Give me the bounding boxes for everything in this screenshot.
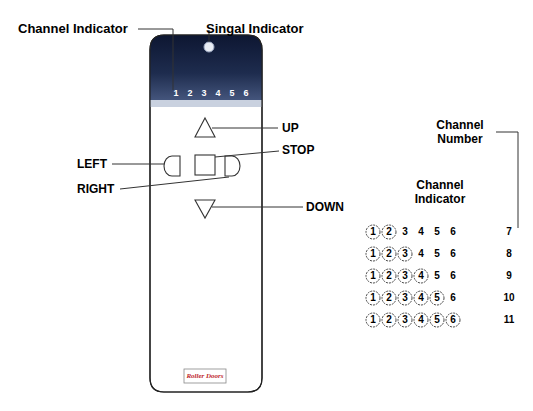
indicator-digit: 6 [450, 314, 456, 326]
down-button [195, 200, 215, 218]
indicator-digit: 1 [370, 292, 376, 304]
indicator-digit: 3 [402, 292, 408, 304]
indicator-digit: 6 [450, 226, 456, 238]
button-label: LEFT [77, 157, 107, 171]
indicator-digit: 6 [450, 292, 456, 304]
remote-body [148, 33, 266, 392]
indicator-digit: 3 [402, 270, 408, 282]
brand-logo: Roller Doors [186, 372, 223, 380]
callout-label: Channel Indicator [18, 21, 128, 37]
lit-indicator-circles [366, 225, 460, 327]
channel-led-number: 4 [215, 88, 220, 99]
channel-led-number: 5 [229, 88, 234, 99]
indicator-digit: 1 [370, 314, 376, 326]
channel-led-number: 1 [173, 88, 178, 99]
button-label: UP [282, 121, 299, 135]
indicator-digit: 5 [434, 292, 440, 304]
indicator-digit: 4 [418, 292, 424, 304]
indicator-digit: 3 [402, 314, 408, 326]
button-label: RIGHT [77, 182, 114, 196]
indicator-digit: 5 [434, 314, 440, 326]
indicator-digit: 2 [386, 226, 392, 238]
button-label: DOWN [306, 200, 344, 214]
indicator-digit: 2 [386, 270, 392, 282]
indicator-digit: 2 [386, 248, 392, 260]
indicator-digit: 5 [434, 226, 440, 238]
channel-number: 7 [506, 226, 512, 238]
indicator-digit: 6 [450, 248, 456, 260]
leader-lines [112, 29, 518, 228]
signal-led [204, 42, 214, 52]
column-heading: Channel Indicator [398, 178, 482, 206]
stop-button [195, 155, 215, 175]
channel-number: 8 [506, 248, 512, 260]
channel-number: 11 [504, 314, 515, 326]
indicator-digit: 4 [418, 314, 424, 326]
channel-number: 9 [506, 270, 512, 282]
indicator-digit: 2 [386, 314, 392, 326]
right-button [225, 156, 240, 176]
indicator-digit: 2 [386, 292, 392, 304]
indicator-digit: 5 [434, 248, 440, 260]
column-heading: Channel Number [422, 118, 498, 146]
indicator-digit: 5 [434, 270, 440, 282]
callout-label: Singal Indicator [206, 21, 304, 37]
channel-led-number: 6 [243, 88, 248, 99]
indicator-digit: 3 [402, 226, 408, 238]
channel-led-number: 3 [201, 88, 206, 99]
indicator-digit: 4 [418, 226, 424, 238]
channel-led-number: 2 [187, 88, 192, 99]
indicator-digit: 6 [450, 270, 456, 282]
brand-logo-box [184, 369, 226, 383]
indicator-digit: 1 [370, 248, 376, 260]
indicator-digit: 1 [370, 270, 376, 282]
indicator-digit: 4 [418, 270, 424, 282]
channel-number: 10 [503, 292, 514, 304]
indicator-digit: 4 [418, 248, 424, 260]
left-button [164, 156, 180, 176]
button-label: STOP [282, 143, 314, 157]
indicator-digit: 1 [370, 226, 376, 238]
indicator-digit: 3 [402, 248, 408, 260]
